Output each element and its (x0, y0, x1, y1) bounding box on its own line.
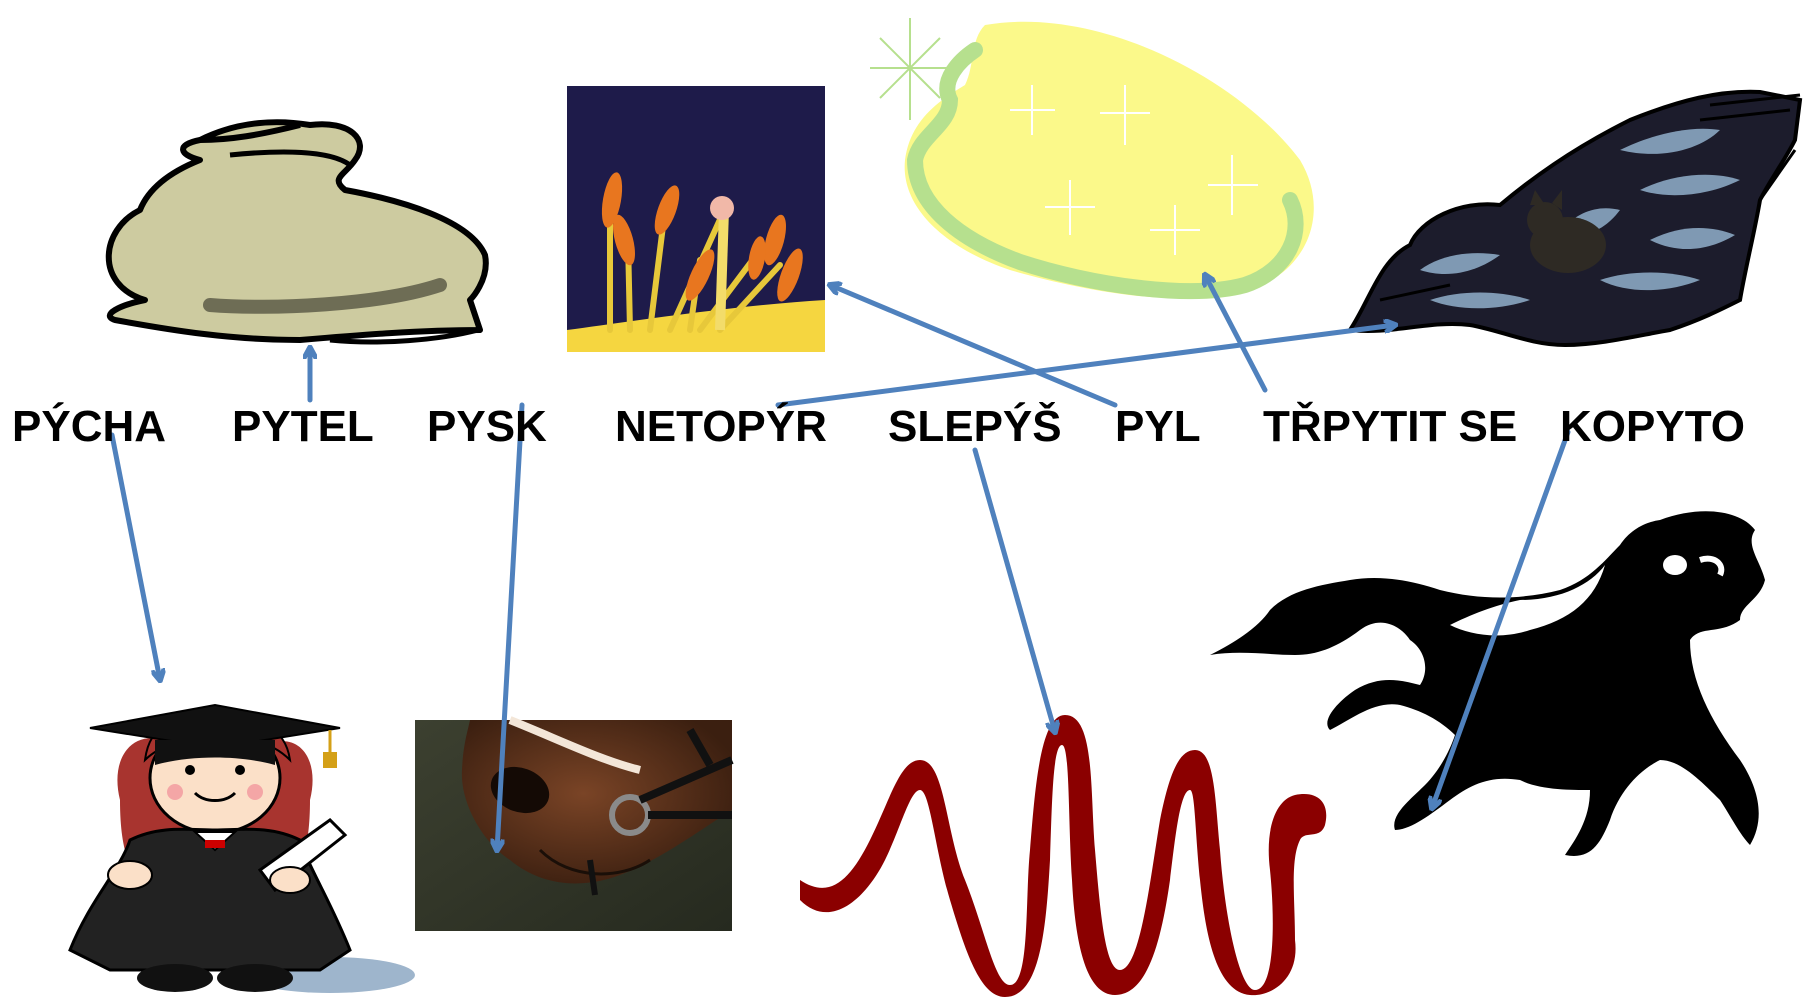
snake-picture (800, 715, 1327, 997)
word-pysk[interactable]: PYSK (427, 402, 547, 451)
word-netopyr[interactable]: NETOPÝR (615, 402, 827, 451)
arrow-slepys (972, 447, 1055, 732)
arrow-pycha (109, 432, 160, 680)
word-trpytit[interactable]: TŘPYTIT SE (1263, 402, 1518, 451)
arrow-pysk (497, 402, 525, 850)
sack-picture (105, 119, 489, 345)
graduate-picture (68, 703, 415, 993)
word-pycha[interactable]: PÝCHA (12, 402, 167, 451)
sparkle-picture (870, 18, 1314, 299)
bat-picture (1346, 89, 1803, 348)
word-kopyto[interactable]: KOPYTO (1560, 402, 1746, 451)
arrow-trpytit (1205, 275, 1268, 393)
galloping-horse-picture (1210, 511, 1765, 856)
word-pyl[interactable]: PYL (1115, 402, 1201, 451)
word-pytel[interactable]: PYTEL (232, 402, 374, 451)
arrow-kopyto (1432, 429, 1571, 808)
word-slepys[interactable]: SLEPÝŠ (888, 402, 1062, 451)
arrow-pyl (830, 285, 1118, 408)
horse-muzzle-picture (415, 716, 734, 931)
connector-arrows (109, 275, 1571, 850)
arrow-netopyr (775, 325, 1395, 408)
lily-stamens-picture (567, 86, 825, 352)
